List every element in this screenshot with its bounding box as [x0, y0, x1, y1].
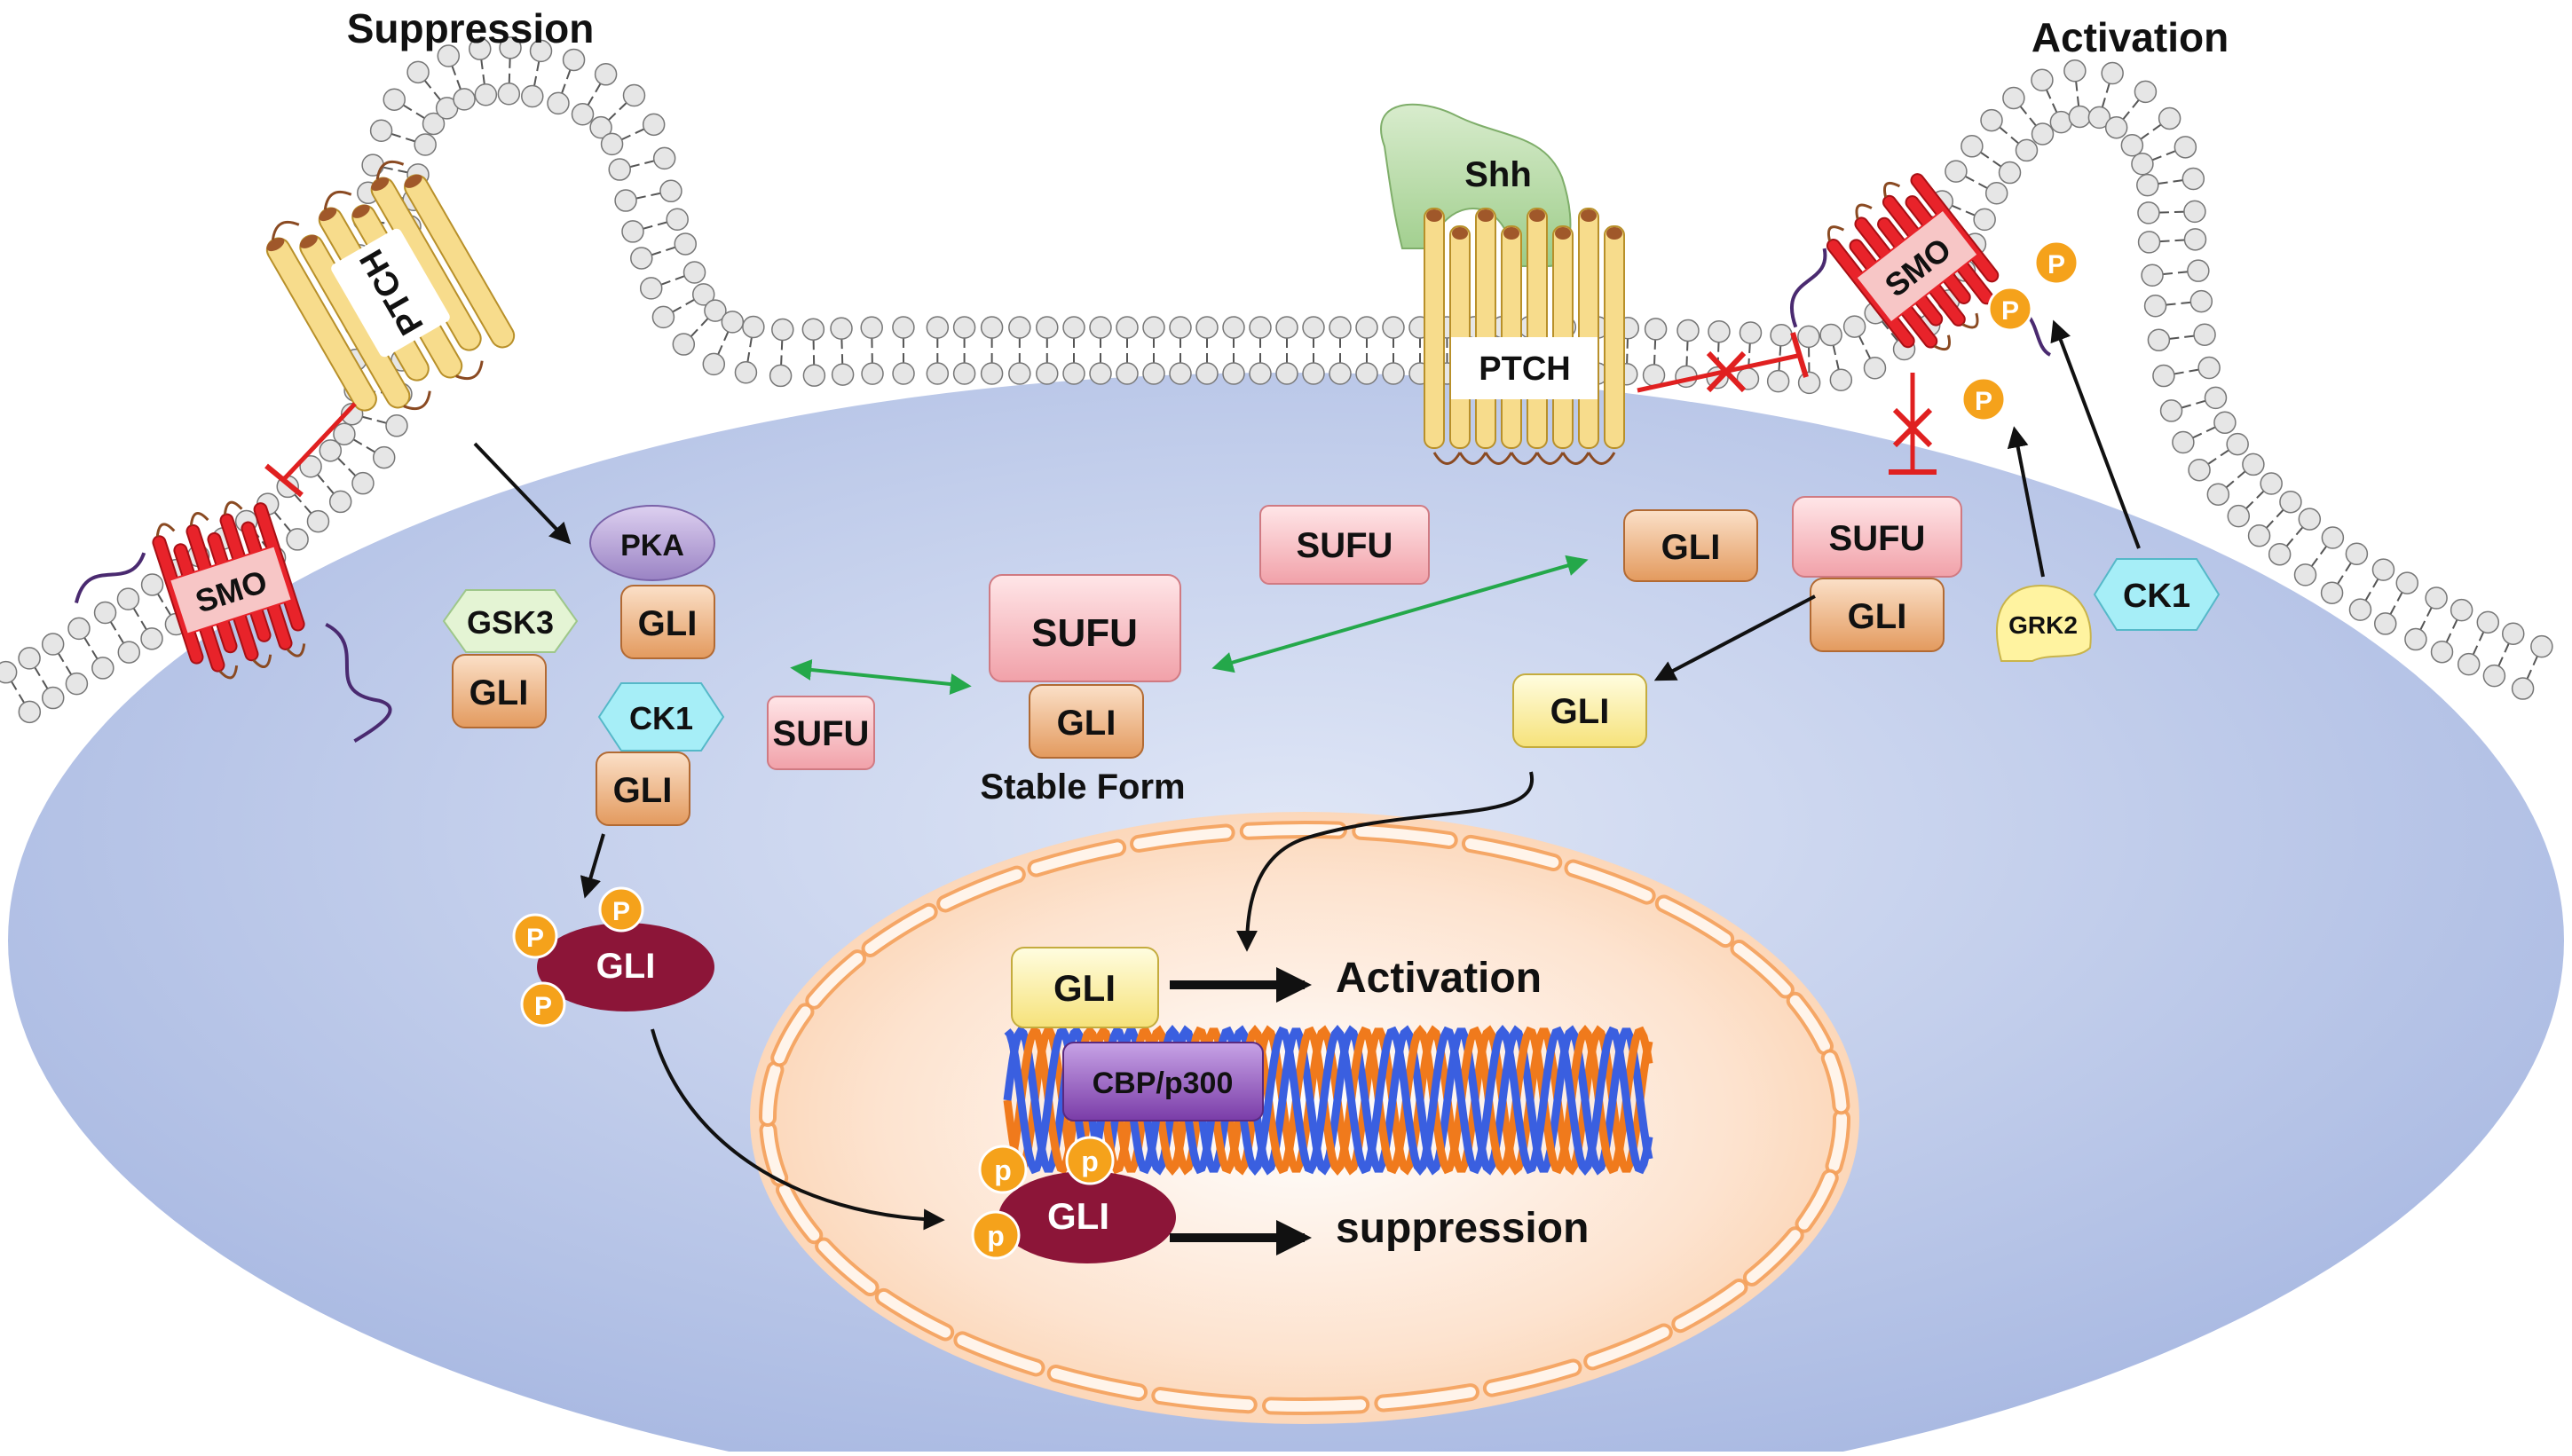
gli-pka-label: GLI	[638, 604, 698, 643]
gli-gsk3-label: GLI	[469, 673, 529, 712]
nuc-phospho-2: p	[1081, 1145, 1099, 1177]
nucleus-suppression-text: suppression	[1336, 1205, 1589, 1252]
ck1-left-label: CK1	[629, 700, 693, 736]
stable-form-label: Stable Form	[980, 767, 1185, 807]
sufu-stable-label: SUFU	[1031, 611, 1138, 655]
gli-nuclear-activator-label: GLI	[1053, 967, 1116, 1009]
heading-activation: Activation	[2032, 14, 2229, 60]
nuc-phospho-1: p	[994, 1154, 1012, 1186]
gsk3-label: GSK3	[467, 604, 554, 641]
smo-phospho-1: P	[2047, 250, 2065, 279]
phospho-3: P	[534, 992, 552, 1021]
gli-phospho-label: GLI	[596, 947, 656, 986]
gli-complex-right-label: GLI	[1848, 597, 1907, 636]
shh-label: Shh	[1464, 155, 1532, 194]
ptch-center-label: PTCH	[1479, 350, 1570, 388]
sufu-free-left-label: SUFU	[773, 714, 870, 753]
sufu-complex-right-label: SUFU	[1829, 519, 1926, 558]
ptch-left: PTCH	[258, 150, 524, 435]
nuc-phospho-3: p	[987, 1220, 1005, 1252]
gli-nuclear-repressor-label: GLI	[1047, 1195, 1109, 1237]
sufu-free-center-label: SUFU	[1297, 526, 1393, 565]
heading-suppression: Suppression	[347, 5, 595, 51]
gli-ck1-label: GLI	[613, 771, 673, 810]
gli-activated-label: GLI	[1550, 692, 1610, 731]
ck1-right-label: CK1	[2123, 578, 2190, 615]
grk2-label: GRK2	[2008, 611, 2078, 639]
phospho-2: P	[612, 897, 630, 926]
gli-stable-label: GLI	[1057, 704, 1116, 743]
cbp-p300-label: CBP/p300	[1093, 1066, 1234, 1100]
phospho-1: P	[526, 924, 544, 953]
smo-right: SMO	[1761, 164, 2016, 414]
pka-label: PKA	[620, 529, 684, 563]
nucleus-activation-text: Activation	[1336, 955, 1542, 1002]
smo-phospho-2: P	[2001, 296, 2019, 326]
gli-free-right-label: GLI	[1661, 528, 1721, 567]
smo-phospho-3: P	[1975, 387, 1992, 416]
